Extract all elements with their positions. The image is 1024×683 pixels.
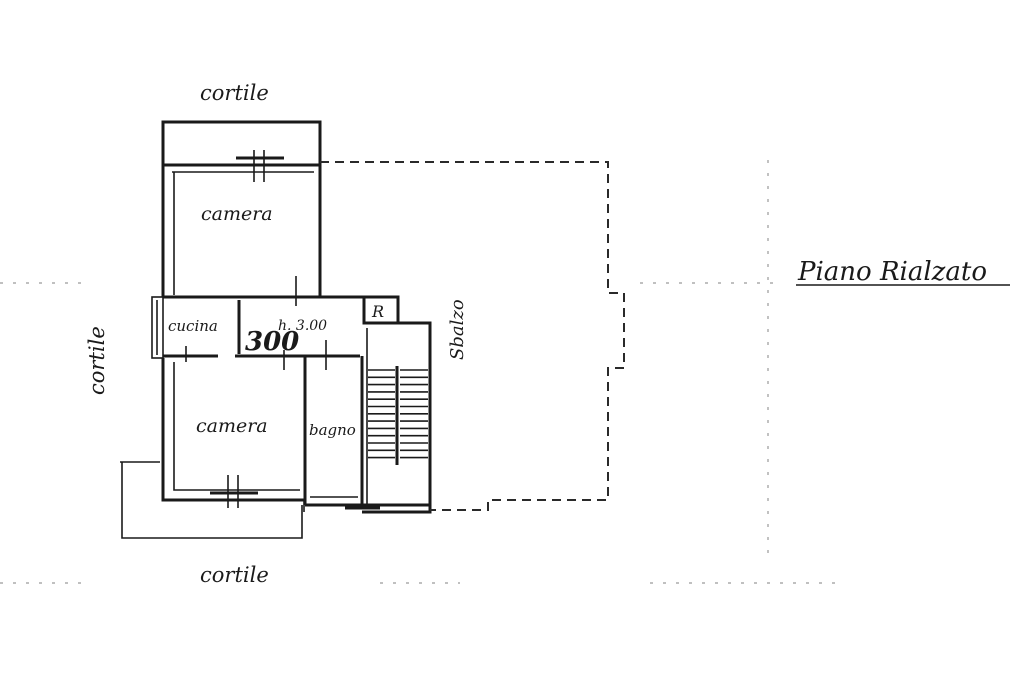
- label-cucina: cucina: [168, 317, 218, 335]
- label-height: h. 3.00: [278, 318, 327, 334]
- label-sbalzo: Sbalzo: [447, 299, 468, 360]
- label-bagno: bagno: [309, 421, 356, 439]
- building-walls: [151, 163, 432, 514]
- label-cortile-bottom: cortile: [200, 563, 269, 587]
- label-camera-bottom: camera: [196, 415, 268, 437]
- label-camera-top: camera: [201, 203, 273, 225]
- label-cortile-top: cortile: [200, 81, 269, 105]
- courtyard-bottom: [120, 461, 303, 539]
- scan-guides: [0, 160, 840, 584]
- sbalzo-outline: [320, 161, 625, 511]
- label-r: R: [371, 302, 384, 321]
- window-marks: [185, 150, 380, 512]
- plan-title: Piano Rialzato: [797, 257, 987, 287]
- courtyard-top: [161, 120, 322, 165]
- label-cortile-left: cortile: [85, 326, 109, 395]
- staircase: [368, 366, 428, 465]
- label-height-handwritten: 300: [245, 327, 299, 357]
